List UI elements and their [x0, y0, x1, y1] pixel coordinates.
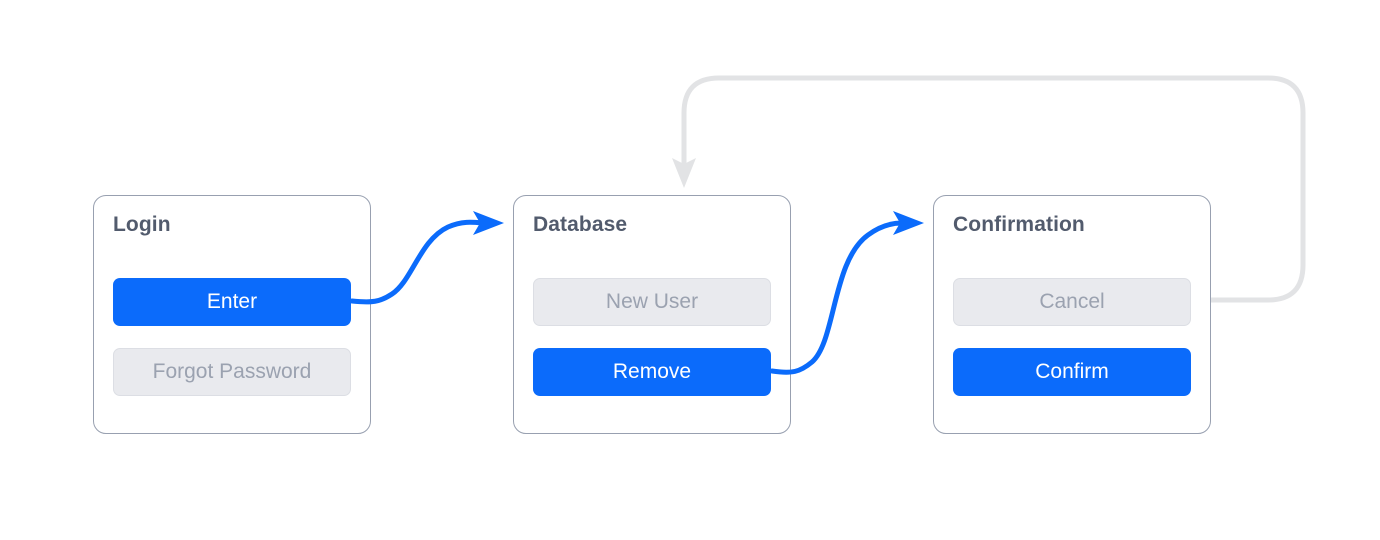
card-title-confirmation: Confirmation: [953, 213, 1085, 236]
edge-remove-to-confirmation: [769, 211, 924, 375]
card-database[interactable]: Database New User Remove: [513, 195, 791, 434]
card-title-database: Database: [533, 213, 628, 236]
forward-edge-path: [769, 220, 905, 375]
button-remove[interactable]: Remove: [533, 348, 771, 396]
button-confirm[interactable]: Confirm: [953, 348, 1191, 396]
card-title-login: Login: [113, 213, 171, 236]
button-cancel[interactable]: Cancel: [953, 278, 1191, 326]
button-enter[interactable]: Enter: [113, 278, 351, 326]
card-login[interactable]: Login Enter Forgot Password: [93, 195, 371, 434]
forward-edge-arrowhead-icon: [893, 211, 924, 235]
button-new-user[interactable]: New User: [533, 278, 771, 326]
forward-edge-arrowhead-icon: [473, 211, 504, 235]
card-confirmation[interactable]: Confirmation Cancel Confirm: [933, 195, 1211, 434]
forward-edge-path: [349, 219, 485, 305]
return-edge-arrowhead-icon: [672, 158, 696, 188]
button-forgot-password[interactable]: Forgot Password: [113, 348, 351, 396]
edge-enter-to-database: [349, 211, 504, 305]
